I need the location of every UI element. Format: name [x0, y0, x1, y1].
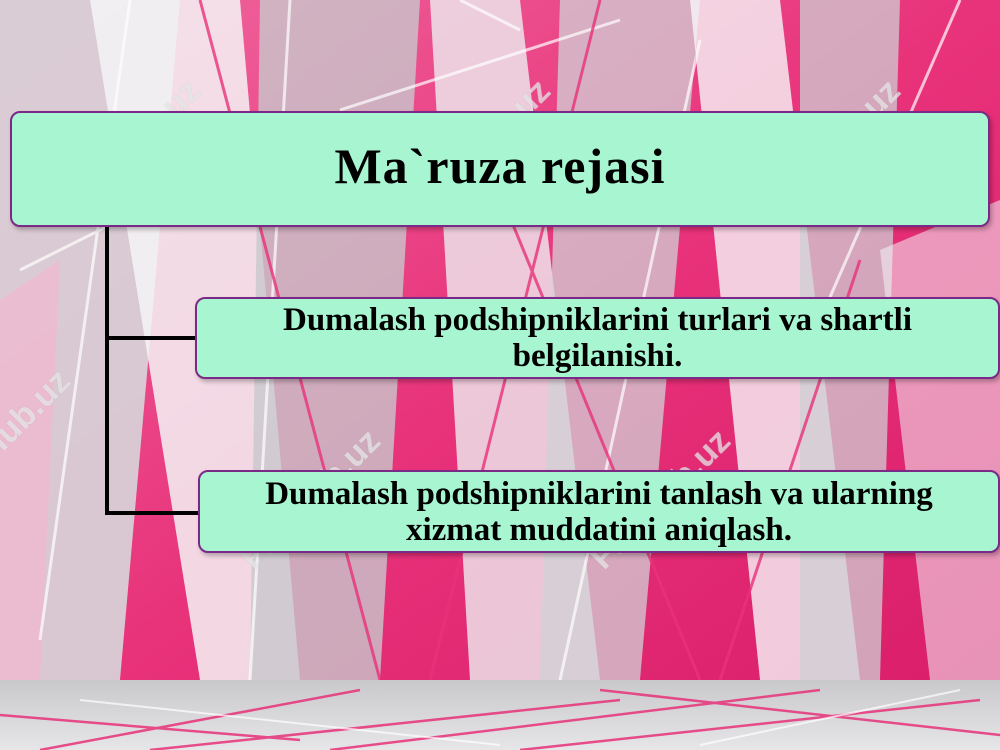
slide-title: Ma`ruza rejasi: [334, 138, 666, 194]
plan-item-1-text: Dumalash podshipniklarini turlari va sha…: [283, 302, 912, 374]
title-box: Ma`ruza rejasi: [10, 111, 990, 227]
connector-vertical-line: [105, 226, 109, 515]
plan-item-2: Dumalash podshipniklarini tanlash va ula…: [198, 470, 1000, 553]
plan-item-1: Dumalash podshipniklarini turlari va sha…: [195, 297, 1000, 379]
plan-item-2-text: Dumalash podshipniklarini tanlash va ula…: [265, 475, 933, 548]
connector-line-item-1: [105, 336, 197, 340]
connector-line-item-2: [105, 511, 200, 515]
